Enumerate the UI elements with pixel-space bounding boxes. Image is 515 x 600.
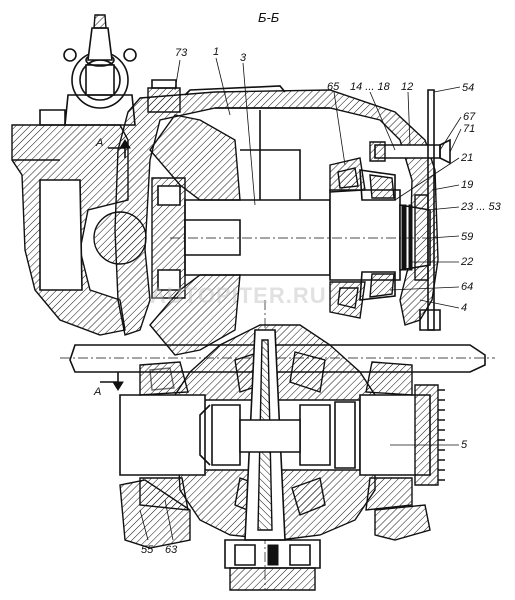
label-14-18: 14 ... 18 (350, 81, 391, 93)
section-title: Б-Б (258, 10, 280, 25)
section-mark-upper (108, 139, 131, 158)
label-12: 12 (401, 81, 413, 93)
label-4: 4 (461, 302, 467, 314)
label-64: 64 (461, 281, 473, 293)
label-73: 73 (175, 47, 188, 59)
section-mark-label-upper: A (95, 137, 103, 149)
label-3: 3 (240, 52, 247, 64)
watermark: AUTOPITER.RU (150, 283, 327, 308)
label-67: 67 (463, 111, 476, 123)
label-55: 55 (141, 544, 154, 556)
driven-bevel-gear (149, 114, 241, 356)
label-5: 5 (461, 439, 468, 451)
leader-lines (139, 57, 462, 541)
label-65: 65 (327, 81, 340, 93)
lower-casing (119, 479, 431, 591)
diff-bearing-right (365, 361, 413, 511)
label-59: 59 (461, 231, 473, 243)
pinion-bearing-upper (329, 157, 396, 201)
label-21: 21 (460, 152, 473, 164)
label-19: 19 (461, 179, 473, 191)
label-63: 63 (165, 544, 178, 556)
adjusting-shims (401, 194, 429, 281)
label-22: 22 (460, 256, 473, 268)
input-shaft-section (93, 211, 147, 265)
speed-sensor (39, 14, 137, 126)
splined-ring (414, 384, 445, 486)
bolt-67-71 (369, 89, 451, 331)
half-shaft-5 (119, 394, 431, 476)
label-71: 71 (463, 123, 475, 135)
section-mark-lower (100, 372, 124, 391)
label-1: 1 (213, 46, 219, 58)
label-54: 54 (462, 82, 474, 94)
pinion-bearing-lower (329, 271, 396, 319)
plug-73 (147, 79, 181, 113)
label-23-53: 23 ... 53 (460, 201, 502, 213)
section-mark-label-lower: A (93, 386, 101, 398)
left-bracket (11, 124, 129, 336)
